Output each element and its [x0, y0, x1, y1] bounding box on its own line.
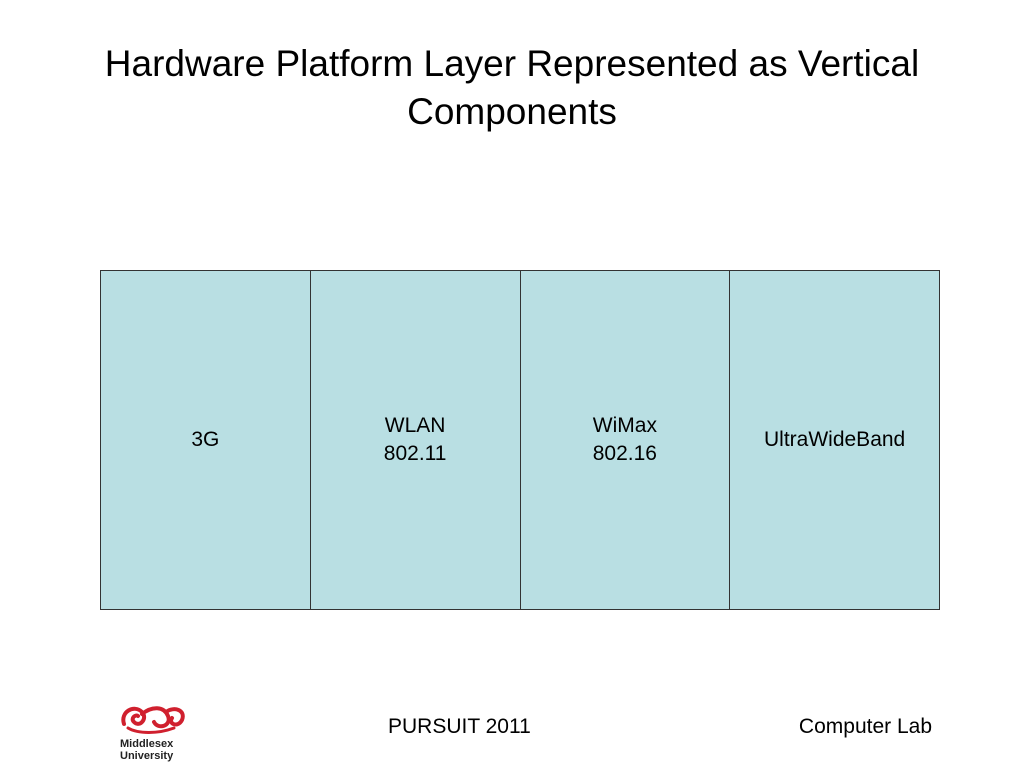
component-standard: 802.16: [592, 442, 657, 465]
slide-title: Hardware Platform Layer Represented as V…: [40, 40, 984, 136]
component-3g: 3G: [101, 271, 311, 609]
footer-event: PURSUIT 2011: [388, 715, 531, 738]
component-wlan: WLAN 802.11: [310, 271, 521, 609]
vertical-components-diagram: 3G WLAN 802.11 WiMax 802.16 UltraWideBan…: [100, 270, 940, 610]
component-label: UltraWideBand: [764, 428, 906, 451]
component-ultrawideband: UltraWideBand: [730, 271, 939, 609]
component-label: 3G: [191, 428, 220, 451]
logo-line-1: Middlesex: [120, 738, 174, 750]
university-logo: Middlesex University: [112, 700, 202, 764]
component-label: WLAN: [384, 414, 446, 437]
component-label: WiMax: [592, 414, 657, 437]
component-standard: 802.11: [383, 442, 447, 465]
footer-department: Computer Lab: [798, 715, 932, 738]
component-wimax: WiMax 802.16: [520, 271, 731, 609]
logo-line-2: University: [120, 750, 174, 762]
middlesex-university-logo-mark-icon: [121, 706, 185, 734]
slide-title-line-1: Hardware Platform Layer Represented as V…: [104, 43, 920, 84]
slide-title-line-2: Components: [407, 91, 617, 132]
logo-wordmark: Middlesex University: [120, 738, 173, 762]
